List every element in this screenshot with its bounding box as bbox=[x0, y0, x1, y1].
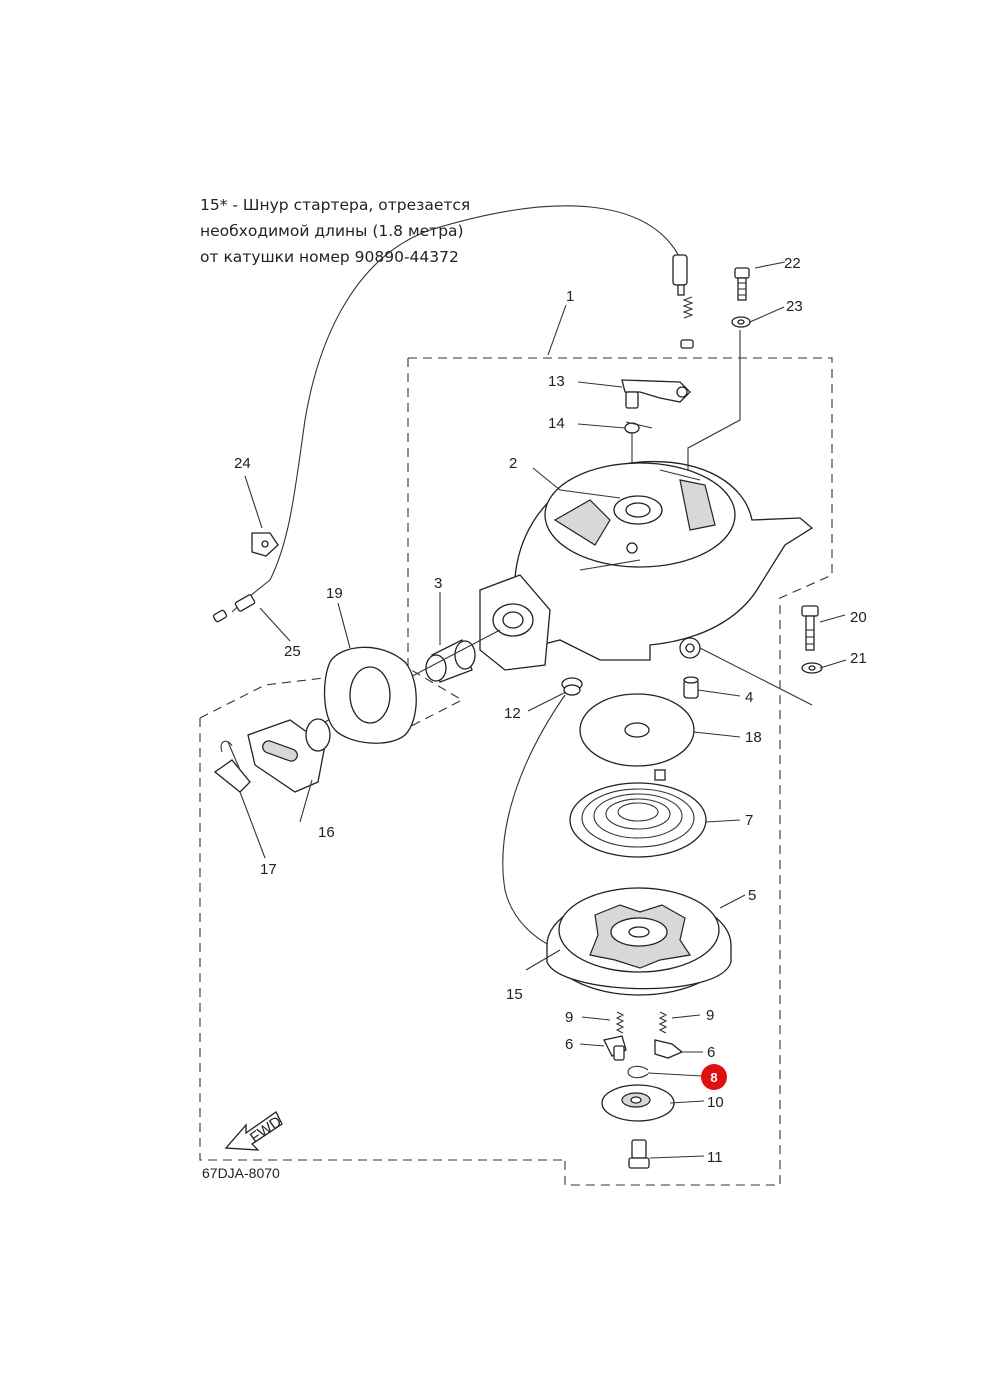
callout-6-right: 6 bbox=[707, 1044, 715, 1061]
callout-9-left: 9 bbox=[565, 1009, 573, 1026]
drive-plate-10 bbox=[601, 1084, 675, 1122]
callout-22: 22 bbox=[784, 255, 801, 272]
starter-handle-16 bbox=[247, 718, 331, 793]
lock-cable bbox=[269, 205, 681, 581]
callout-18: 18 bbox=[745, 729, 762, 746]
callout-11: 11 bbox=[707, 1149, 723, 1166]
spring-9-left bbox=[615, 1011, 625, 1034]
cable-fitting bbox=[672, 254, 694, 349]
callout-8-highlight[interactable]: 8 bbox=[701, 1064, 727, 1090]
callout-20: 20 bbox=[850, 609, 867, 626]
callout-3: 3 bbox=[434, 575, 442, 592]
callout-25: 25 bbox=[284, 643, 301, 660]
callout-8: 8 bbox=[710, 1070, 717, 1085]
callout-19: 19 bbox=[326, 585, 343, 602]
plate-18 bbox=[579, 693, 695, 767]
guide-sleeve-3 bbox=[425, 639, 476, 683]
callout-2: 2 bbox=[509, 455, 517, 472]
note-line-3: от катушки номер 90890-44372 bbox=[200, 248, 459, 266]
bolt-11 bbox=[628, 1139, 650, 1169]
callout-13: 13 bbox=[548, 373, 565, 390]
starter-housing-2 bbox=[479, 460, 814, 661]
recoil-spring-7 bbox=[569, 769, 707, 858]
callout-10: 10 bbox=[707, 1094, 724, 1111]
callout-23: 23 bbox=[786, 298, 803, 315]
leader-lines bbox=[239, 261, 847, 1159]
callout-9-right: 9 bbox=[706, 1007, 714, 1024]
assembly-boundary-main bbox=[379, 357, 833, 1186]
rubber-guide-19 bbox=[323, 646, 417, 744]
washer-23-hole bbox=[737, 319, 745, 325]
highlight-marker bbox=[701, 1064, 727, 1090]
reel-drum-5 bbox=[546, 887, 732, 996]
callout-6-left: 6 bbox=[565, 1036, 573, 1053]
bolt-20 bbox=[801, 605, 819, 651]
callout-15: 15 bbox=[506, 986, 523, 1003]
callout-14: 14 bbox=[548, 415, 565, 432]
cable-end-25 bbox=[212, 594, 256, 623]
callout-7: 7 bbox=[745, 812, 753, 829]
pawl-6-right bbox=[654, 1039, 684, 1059]
bracket-24 bbox=[251, 532, 279, 557]
grommet-12 bbox=[561, 677, 583, 696]
circlip-8 bbox=[627, 1065, 649, 1079]
callout-21: 21 bbox=[850, 650, 867, 667]
rope-guide-arm bbox=[479, 574, 551, 671]
collar-4 bbox=[683, 676, 699, 699]
bolt-22 bbox=[734, 267, 750, 301]
callout-5: 5 bbox=[748, 887, 756, 904]
callout-24: 24 bbox=[234, 455, 251, 472]
callout-1: 1 bbox=[566, 288, 574, 305]
diagram-code: 67DJA-8070 bbox=[202, 1165, 280, 1181]
spring-9-right bbox=[658, 1011, 668, 1034]
washer-21-hole bbox=[808, 665, 816, 671]
fwd-arrow-icon: FWD bbox=[224, 1111, 285, 1151]
callout-16: 16 bbox=[318, 824, 335, 841]
callout-12: 12 bbox=[504, 705, 521, 722]
callout-4: 4 bbox=[745, 689, 753, 706]
callout-17: 17 bbox=[260, 861, 277, 878]
note-line-1: 15* - Шнур стартера, отрезается bbox=[200, 196, 471, 214]
note-line-2: необходимой длины (1.8 метра) bbox=[200, 222, 464, 240]
clip-17 bbox=[213, 740, 251, 793]
lever-13 bbox=[621, 379, 691, 409]
pawl-6-left bbox=[603, 1035, 627, 1061]
starter-rope-lower bbox=[502, 694, 566, 951]
starter-rope-note: 15* - Шнур стартера, отрезается необходи… bbox=[200, 192, 530, 270]
